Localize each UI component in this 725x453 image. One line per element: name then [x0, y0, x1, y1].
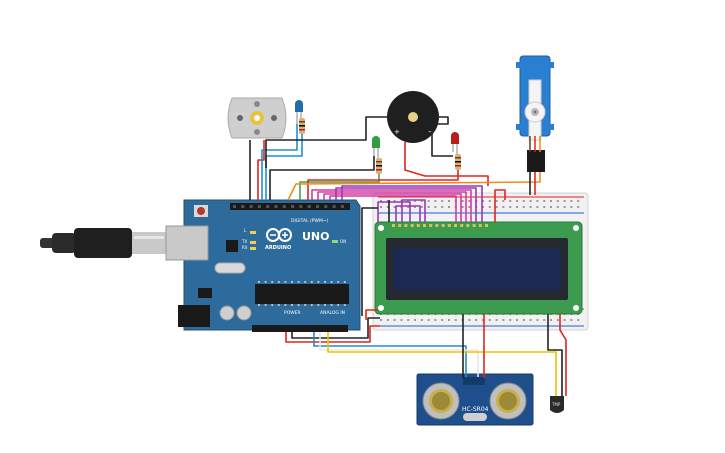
resistor-blue-led[interactable] [299, 118, 305, 134]
reset-button[interactable] [197, 207, 205, 215]
lcd-screen [393, 248, 561, 290]
lcd-display[interactable] [374, 221, 583, 315]
digital-pin-holes [233, 205, 344, 208]
svg-text:−: − [428, 128, 434, 136]
digital-header [230, 203, 350, 210]
lcd-pins [392, 224, 488, 227]
red-led[interactable] [451, 132, 459, 156]
led-tx-label: TX [241, 239, 247, 244]
board-brand: ARDUINO [265, 245, 291, 251]
dc-motor[interactable] [227, 97, 287, 139]
analog-label: ANALOG IN [320, 310, 345, 316]
arduino-uno[interactable]: UNO ARDUINO DIGITAL (PWM~) POWER ANALOG … [165, 199, 361, 332]
power-label: POWER [284, 310, 301, 316]
power-analog-header [252, 325, 348, 332]
ultrasonic-sensor[interactable]: HC-SR04 [416, 373, 534, 426]
digital-label: DIGITAL (PWM~) [291, 218, 329, 224]
blue-led[interactable] [295, 100, 303, 124]
board-model: UNO [302, 230, 330, 243]
arduino-logo-icon [266, 228, 292, 242]
breadboard-holes [380, 200, 580, 321]
svg-text:+: + [394, 128, 400, 136]
piezo-buzzer[interactable]: + − [387, 91, 439, 143]
wires [249, 116, 567, 396]
temperature-sensor[interactable]: TMP [550, 396, 564, 413]
servo-motor[interactable] [516, 55, 554, 172]
led-l-label: L [244, 228, 247, 233]
atmega-chip [255, 284, 349, 304]
usb-cable[interactable] [40, 228, 166, 258]
sensor-model: HC-SR04 [462, 406, 489, 413]
svg-text:TMP: TMP [551, 402, 561, 407]
resistor-green-led[interactable] [376, 158, 382, 174]
servo-connector [527, 150, 545, 172]
led-on-label: ON [340, 239, 346, 244]
led-rx-label: RX [242, 245, 248, 250]
resistor-red-led[interactable] [455, 154, 461, 170]
